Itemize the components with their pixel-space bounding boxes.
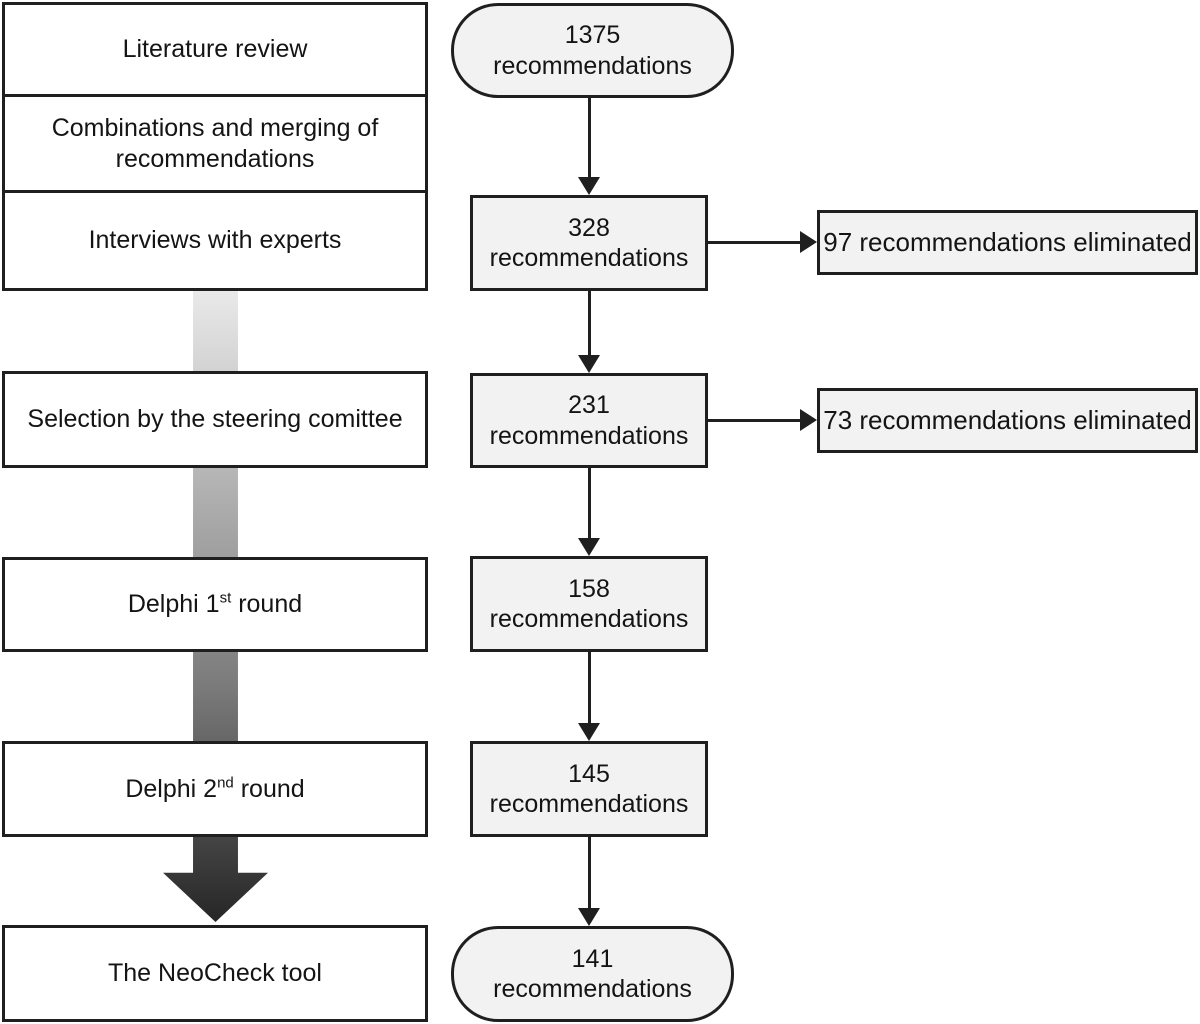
note-label: 97 recommendations eliminated — [823, 226, 1192, 257]
count-label: recommendations — [493, 975, 692, 1003]
arrowhead-right-icon — [800, 409, 817, 431]
step-delphi-second-round: Delphi 2nd round — [2, 741, 428, 837]
flow-arrow-down-3 — [578, 468, 600, 556]
count-node-1375: 1375 recommendations — [451, 3, 734, 98]
step-label: Selection by the steering comittee — [27, 405, 403, 434]
arrowhead-down-icon — [578, 355, 600, 373]
count-value: 158 — [568, 574, 610, 603]
step-label: Literature review — [122, 35, 308, 64]
count-label: recommendations — [489, 421, 689, 450]
step-label: Delphi 2nd round — [125, 774, 305, 803]
step-label: Delphi 1st round — [127, 589, 303, 619]
count-label: recommendations — [489, 605, 689, 633]
flow-arrow-right-73 — [708, 409, 817, 431]
flow-arrow-down-2 — [578, 291, 600, 373]
arrow-line — [587, 98, 591, 179]
count-node-231: 231 recommendations — [470, 373, 708, 468]
arrow-line — [708, 418, 802, 422]
arrow-line — [587, 837, 591, 910]
count-node-145: 145 recommendations — [470, 741, 708, 837]
arrow-line — [587, 291, 591, 357]
count-node-158: 158 recommendations — [470, 556, 708, 652]
count-value: 328 — [568, 213, 610, 242]
flow-arrow-down-1 — [578, 98, 600, 195]
note-label: 73 recommendations eliminated — [823, 404, 1192, 435]
arrowhead-down-icon — [578, 538, 600, 556]
step-interviews-experts: Interviews with experts — [2, 190, 428, 291]
ordinal-superscript: nd — [217, 774, 234, 792]
count-label: recommendations — [493, 51, 692, 80]
arrowhead-down-icon — [578, 723, 600, 741]
count-node-141: 141 recommendations — [451, 926, 734, 1022]
step-label: Combinations and merging of recommendati… — [51, 114, 379, 173]
flow-arrow-down-5 — [578, 837, 600, 926]
count-label: recommendations — [489, 790, 689, 818]
count-value: 231 — [568, 391, 610, 419]
arrow-line — [587, 468, 591, 540]
arrow-line — [587, 652, 591, 725]
step-delphi-first-round: Delphi 1st round — [2, 557, 428, 652]
step-neocheck-tool: The NeoCheck tool — [2, 925, 428, 1022]
elimination-note-97: 97 recommendations eliminated — [817, 210, 1198, 275]
count-value: 1375 — [564, 21, 621, 49]
step-steering-committee-selection: Selection by the steering comittee — [2, 371, 428, 468]
ordinal-superscript: st — [219, 589, 232, 607]
count-value: 145 — [568, 759, 610, 788]
arrowhead-down-icon — [578, 908, 600, 926]
step-literature-review: Literature review — [2, 2, 428, 97]
step-combinations-merging: Combinations and merging of recommendati… — [2, 94, 428, 193]
count-value: 141 — [571, 944, 614, 973]
flow-arrow-down-4 — [578, 652, 600, 741]
arrowhead-right-icon — [800, 231, 817, 253]
arrowhead-down-icon — [578, 177, 600, 195]
flow-arrow-right-97 — [708, 231, 817, 253]
count-node-328: 328 recommendations — [470, 195, 708, 291]
count-label: recommendations — [489, 244, 689, 272]
arrow-line — [708, 240, 802, 244]
step-label: The NeoCheck tool — [107, 959, 322, 988]
step-label: Interviews with experts — [88, 226, 342, 255]
elimination-note-73: 73 recommendations eliminated — [817, 388, 1198, 453]
